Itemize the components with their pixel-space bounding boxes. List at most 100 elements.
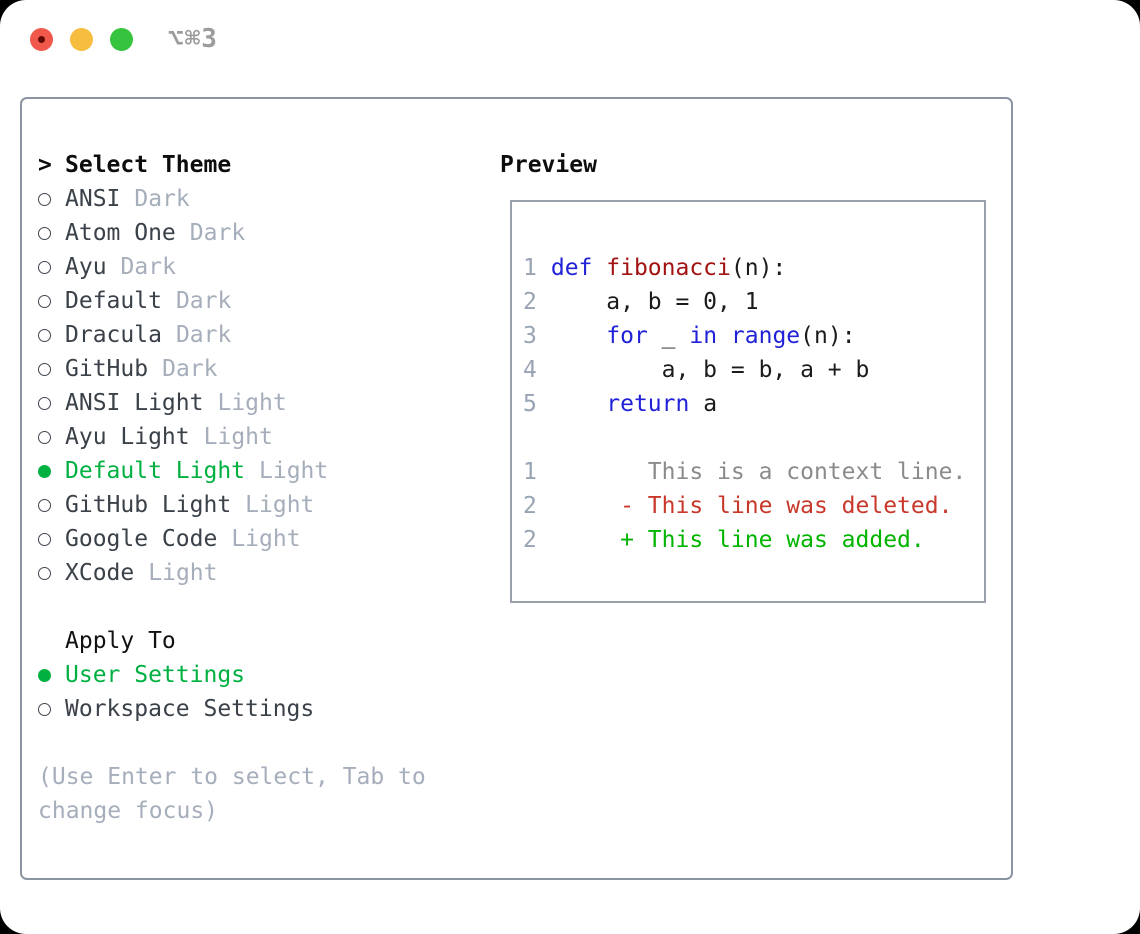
code-text xyxy=(551,391,606,417)
apply-option-workspace-settings[interactable]: Workspace Settings xyxy=(38,692,478,726)
cursor-arrow-icon: > xyxy=(38,152,52,178)
code-keyword: for xyxy=(606,323,648,349)
theme-option-github-light[interactable]: GitHub Light Light xyxy=(38,488,478,522)
apply-option-label: Workspace Settings xyxy=(65,696,315,722)
theme-variant: Dark xyxy=(134,186,190,212)
line-number: 1 xyxy=(523,459,537,485)
theme-option-xcode-light[interactable]: XCode Light xyxy=(38,556,478,590)
apply-option-user-settings[interactable]: User Settings xyxy=(38,658,478,692)
radio-selected-icon xyxy=(38,454,65,488)
code-line: 5 return a xyxy=(523,387,966,421)
radio-unselected-icon xyxy=(38,284,65,318)
theme-name: Default xyxy=(65,288,162,314)
close-button[interactable] xyxy=(30,28,53,51)
diff-deleted-line: 2 - This line was deleted. xyxy=(523,489,966,523)
zoom-button[interactable] xyxy=(110,28,133,51)
diff-deleted-text: - This line was deleted. xyxy=(550,493,953,519)
theme-option-atom-one-dark[interactable]: Atom One Dark xyxy=(38,216,478,250)
minimize-button[interactable] xyxy=(70,28,93,51)
titlebar: ⌥⌘3 xyxy=(0,0,1140,78)
diff-context-line: 1 This is a context line. xyxy=(523,455,966,489)
window-controls xyxy=(30,28,133,51)
radio-unselected-icon xyxy=(38,692,65,726)
theme-option-ayu-light[interactable]: Ayu Light Light xyxy=(38,420,478,454)
diff-added-text: + This line was added. xyxy=(550,527,925,553)
code-keyword: return xyxy=(606,391,690,417)
theme-name: XCode xyxy=(65,560,135,586)
theme-option-ansi-light[interactable]: ANSI Light Light xyxy=(38,386,478,420)
line-number: 4 xyxy=(523,357,537,383)
theme-option-default-dark[interactable]: Default Dark xyxy=(38,284,478,318)
theme-name: Google Code xyxy=(65,526,218,552)
theme-variant: Dark xyxy=(175,288,232,314)
radio-unselected-icon xyxy=(38,556,65,590)
apply-to-title: Apply To xyxy=(65,628,176,654)
keyboard-shortcut-label: ⌥⌘3 xyxy=(168,24,218,54)
radio-unselected-icon xyxy=(38,216,65,250)
theme-variant: Light xyxy=(231,526,301,552)
theme-variant: Dark xyxy=(175,322,232,348)
code-text xyxy=(551,323,606,349)
code-function: fibonacci xyxy=(606,255,731,281)
preview-title: Preview xyxy=(500,152,597,178)
diff-added-line: 2 + This line was added. xyxy=(523,523,966,557)
theme-option-google-code-light[interactable]: Google Code Light xyxy=(38,522,478,556)
apply-option-label: User Settings xyxy=(65,662,246,688)
line-number: 2 xyxy=(523,493,537,519)
theme-option-ansi-dark[interactable]: ANSI Dark xyxy=(38,182,478,216)
radio-unselected-icon xyxy=(38,250,65,284)
code-text: a, b = 0, 1 xyxy=(550,289,759,315)
unsaved-dot-icon xyxy=(38,36,45,43)
marker-spacer xyxy=(38,624,65,658)
theme-variant: Light xyxy=(148,560,218,586)
radio-unselected-icon xyxy=(38,352,65,386)
theme-option-default-light[interactable]: Default Light Light xyxy=(38,454,478,488)
spacer xyxy=(38,590,478,624)
theme-name: Ayu xyxy=(65,254,107,280)
code-text: (n): xyxy=(730,255,787,281)
radio-unselected-icon xyxy=(38,182,65,216)
theme-name: Dracula xyxy=(65,322,162,348)
theme-variant: Light xyxy=(245,492,315,518)
help-text: (Use Enter to select, Tab to change focu… xyxy=(38,764,426,824)
code-line: 2 a, b = 0, 1 xyxy=(523,285,966,319)
theme-variant: Dark xyxy=(189,220,246,246)
line-number: 5 xyxy=(523,391,537,417)
code-line: 4 a, b = b, a + b xyxy=(523,353,966,387)
theme-name: GitHub xyxy=(65,356,149,382)
theme-variant: Light xyxy=(217,390,287,416)
theme-list: > Select Theme ANSI Dark Atom One Dark A… xyxy=(38,148,478,828)
code-keyword: range xyxy=(730,323,801,349)
radio-unselected-icon xyxy=(38,420,65,454)
code-keyword: in xyxy=(689,323,718,349)
radio-unselected-icon xyxy=(38,522,65,556)
radio-unselected-icon xyxy=(38,318,65,352)
theme-name: ANSI Light xyxy=(65,390,204,416)
line-number: 1 xyxy=(523,255,537,281)
theme-variant: Dark xyxy=(162,356,218,382)
theme-variant: Dark xyxy=(120,254,176,280)
theme-name: Ayu Light xyxy=(65,424,190,450)
spacer xyxy=(38,726,478,760)
code-text: (n): xyxy=(800,323,856,349)
theme-option-dracula-dark[interactable]: Dracula Dark xyxy=(38,318,478,352)
select-theme-header: > Select Theme xyxy=(38,148,478,182)
theme-option-ayu-dark[interactable]: Ayu Dark xyxy=(38,250,478,284)
radio-selected-icon xyxy=(38,658,65,692)
theme-variant: Light xyxy=(203,424,273,450)
code-text: a, b = b, a + b xyxy=(550,357,870,383)
code-text: a xyxy=(689,391,718,417)
theme-option-github-dark[interactable]: GitHub Dark xyxy=(38,352,478,386)
code-line: 3 for _ in range(n): xyxy=(523,319,966,353)
select-theme-title: Select Theme xyxy=(65,152,232,178)
code-text: _ xyxy=(647,323,690,349)
theme-name: Default Light xyxy=(65,458,246,484)
line-number: 3 xyxy=(523,323,537,349)
blank-line xyxy=(523,421,966,455)
diff-context-text: This is a context line. xyxy=(550,459,967,485)
line-number: 2 xyxy=(523,527,537,553)
theme-name: GitHub Light xyxy=(65,492,232,518)
